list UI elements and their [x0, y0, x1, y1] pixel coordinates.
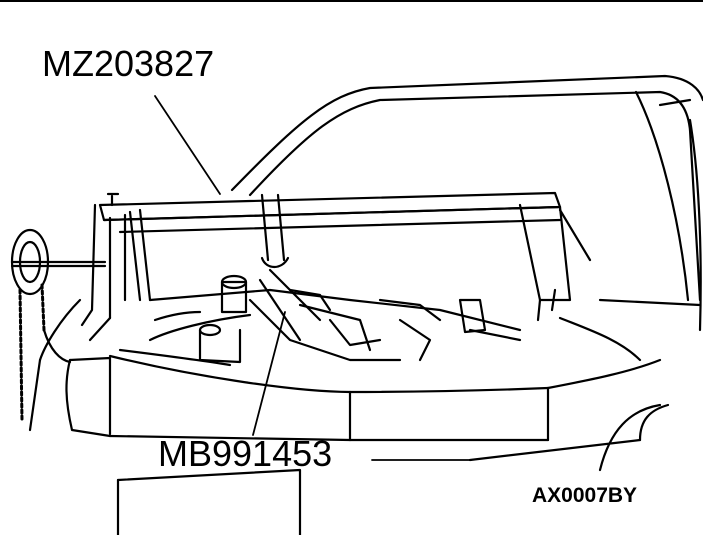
lifting-beam — [80, 191, 572, 342]
label-tool-mb991453: MB991453 — [158, 433, 333, 474]
chain-hoist — [10, 228, 107, 422]
fender-outline — [28, 118, 702, 432]
figure-code: AX0007BY — [532, 484, 638, 507]
front-bumper — [65, 354, 670, 535]
engine-block — [118, 268, 522, 367]
windshield-outline — [230, 74, 703, 302]
leader-line-bottom — [252, 311, 286, 436]
label-tool-mz203827: MZ203827 — [42, 43, 215, 84]
leader-line-top — [154, 95, 221, 195]
